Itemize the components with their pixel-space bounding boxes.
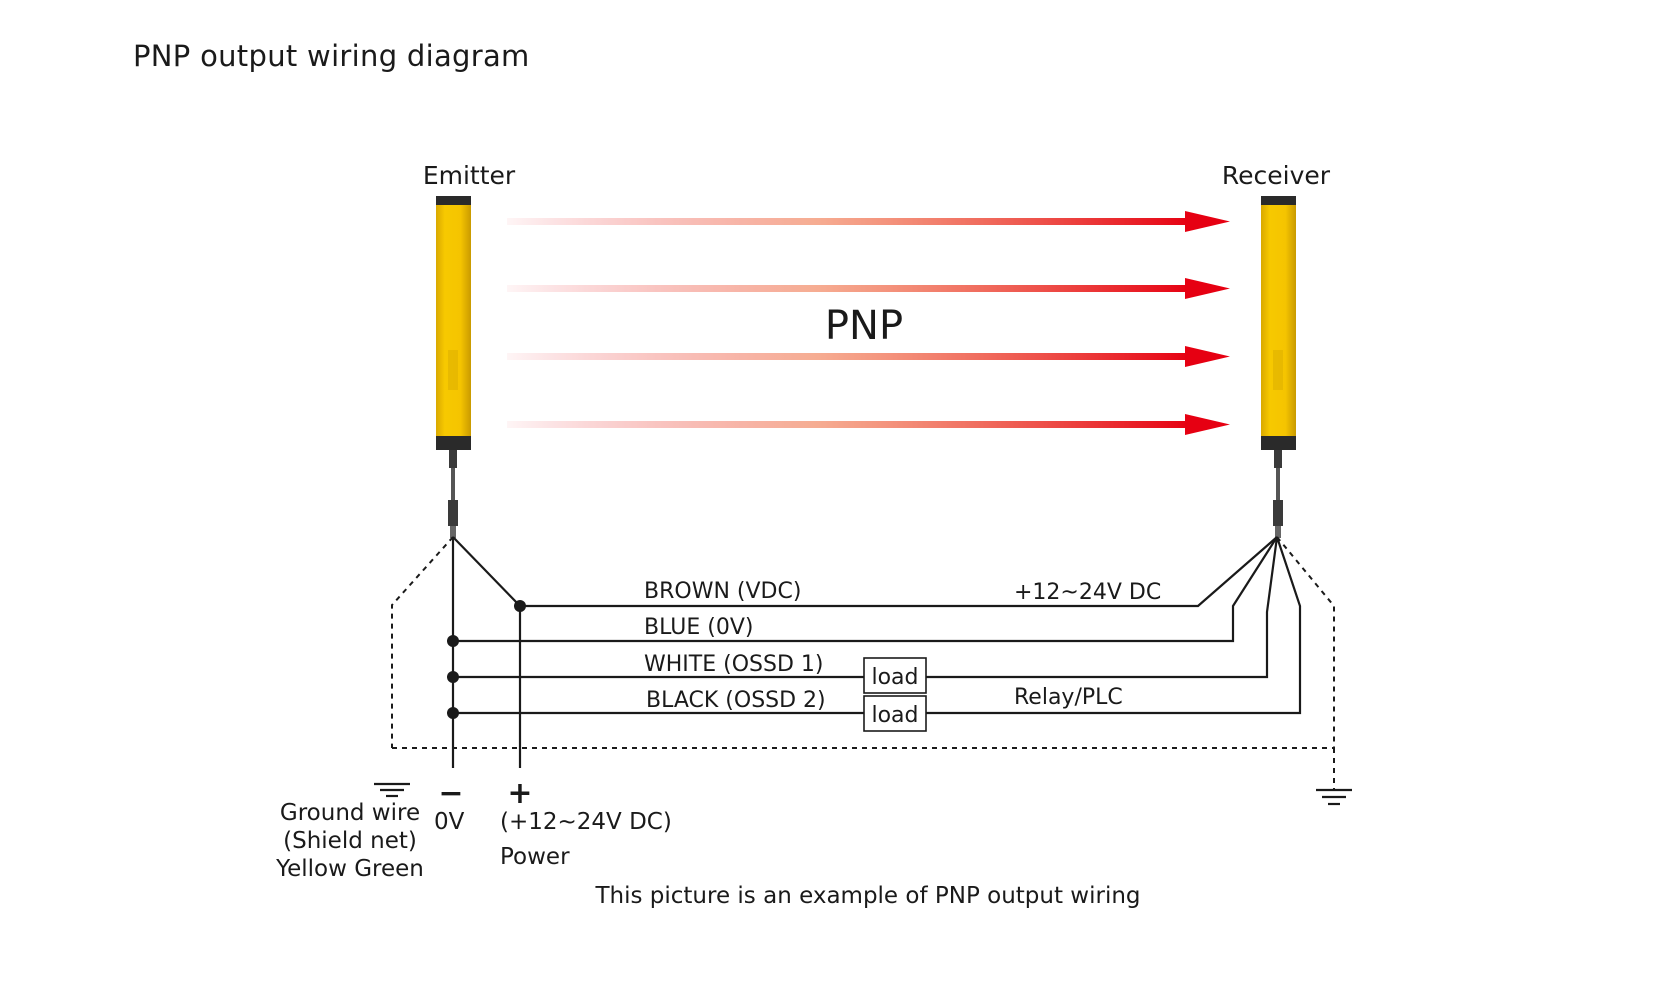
junction-dot xyxy=(447,671,459,683)
junction-dot xyxy=(447,635,459,647)
junction-dot xyxy=(447,707,459,719)
beam-label: PNP xyxy=(825,303,903,349)
ground-symbol-right xyxy=(1316,748,1352,806)
beam-arrow xyxy=(507,346,1230,367)
power-label: Power xyxy=(500,844,570,870)
receiver-wiring xyxy=(392,536,1335,749)
junction-dot xyxy=(514,600,526,612)
light-beams xyxy=(507,211,1230,435)
emitter-device xyxy=(436,196,471,538)
caption: This picture is an example of PNP output… xyxy=(594,883,1140,909)
emitter-label: Emitter xyxy=(423,161,516,190)
ground-wire-label: Ground wire xyxy=(280,800,420,826)
beam-arrow xyxy=(507,414,1230,435)
zero-volt-label: 0V xyxy=(434,809,465,835)
emitter-wiring xyxy=(391,536,522,768)
beam-arrow xyxy=(507,211,1230,232)
receiver-device xyxy=(1261,196,1296,538)
page-title: PNP output wiring diagram xyxy=(133,39,530,73)
load-box-2: load xyxy=(863,695,927,732)
shield-net-label: (Shield net) xyxy=(283,828,417,854)
load-label: load xyxy=(871,703,918,728)
supply-note: +12~24V DC xyxy=(1014,580,1161,605)
minus-sign: − xyxy=(438,776,463,811)
load-box-1: load xyxy=(863,657,927,694)
wire-label-white: WHITE (OSSD 1) xyxy=(644,652,823,677)
ground-symbol-left xyxy=(374,782,410,798)
plus-sign: + xyxy=(507,776,532,811)
receiver-label: Receiver xyxy=(1222,161,1331,190)
beam-arrow xyxy=(507,278,1230,299)
wire-label-brown: BROWN (VDC) xyxy=(644,579,801,604)
junction-dots xyxy=(447,600,526,719)
load-label: load xyxy=(871,665,918,690)
relay-note: Relay/PLC xyxy=(1014,685,1123,710)
voltage-label: (+12~24V DC) xyxy=(500,809,672,835)
wire-label-blue: BLUE (0V) xyxy=(644,615,753,640)
wire-label-black: BLACK (OSSD 2) xyxy=(646,688,826,713)
yellow-green-label: Yellow Green xyxy=(275,856,424,882)
